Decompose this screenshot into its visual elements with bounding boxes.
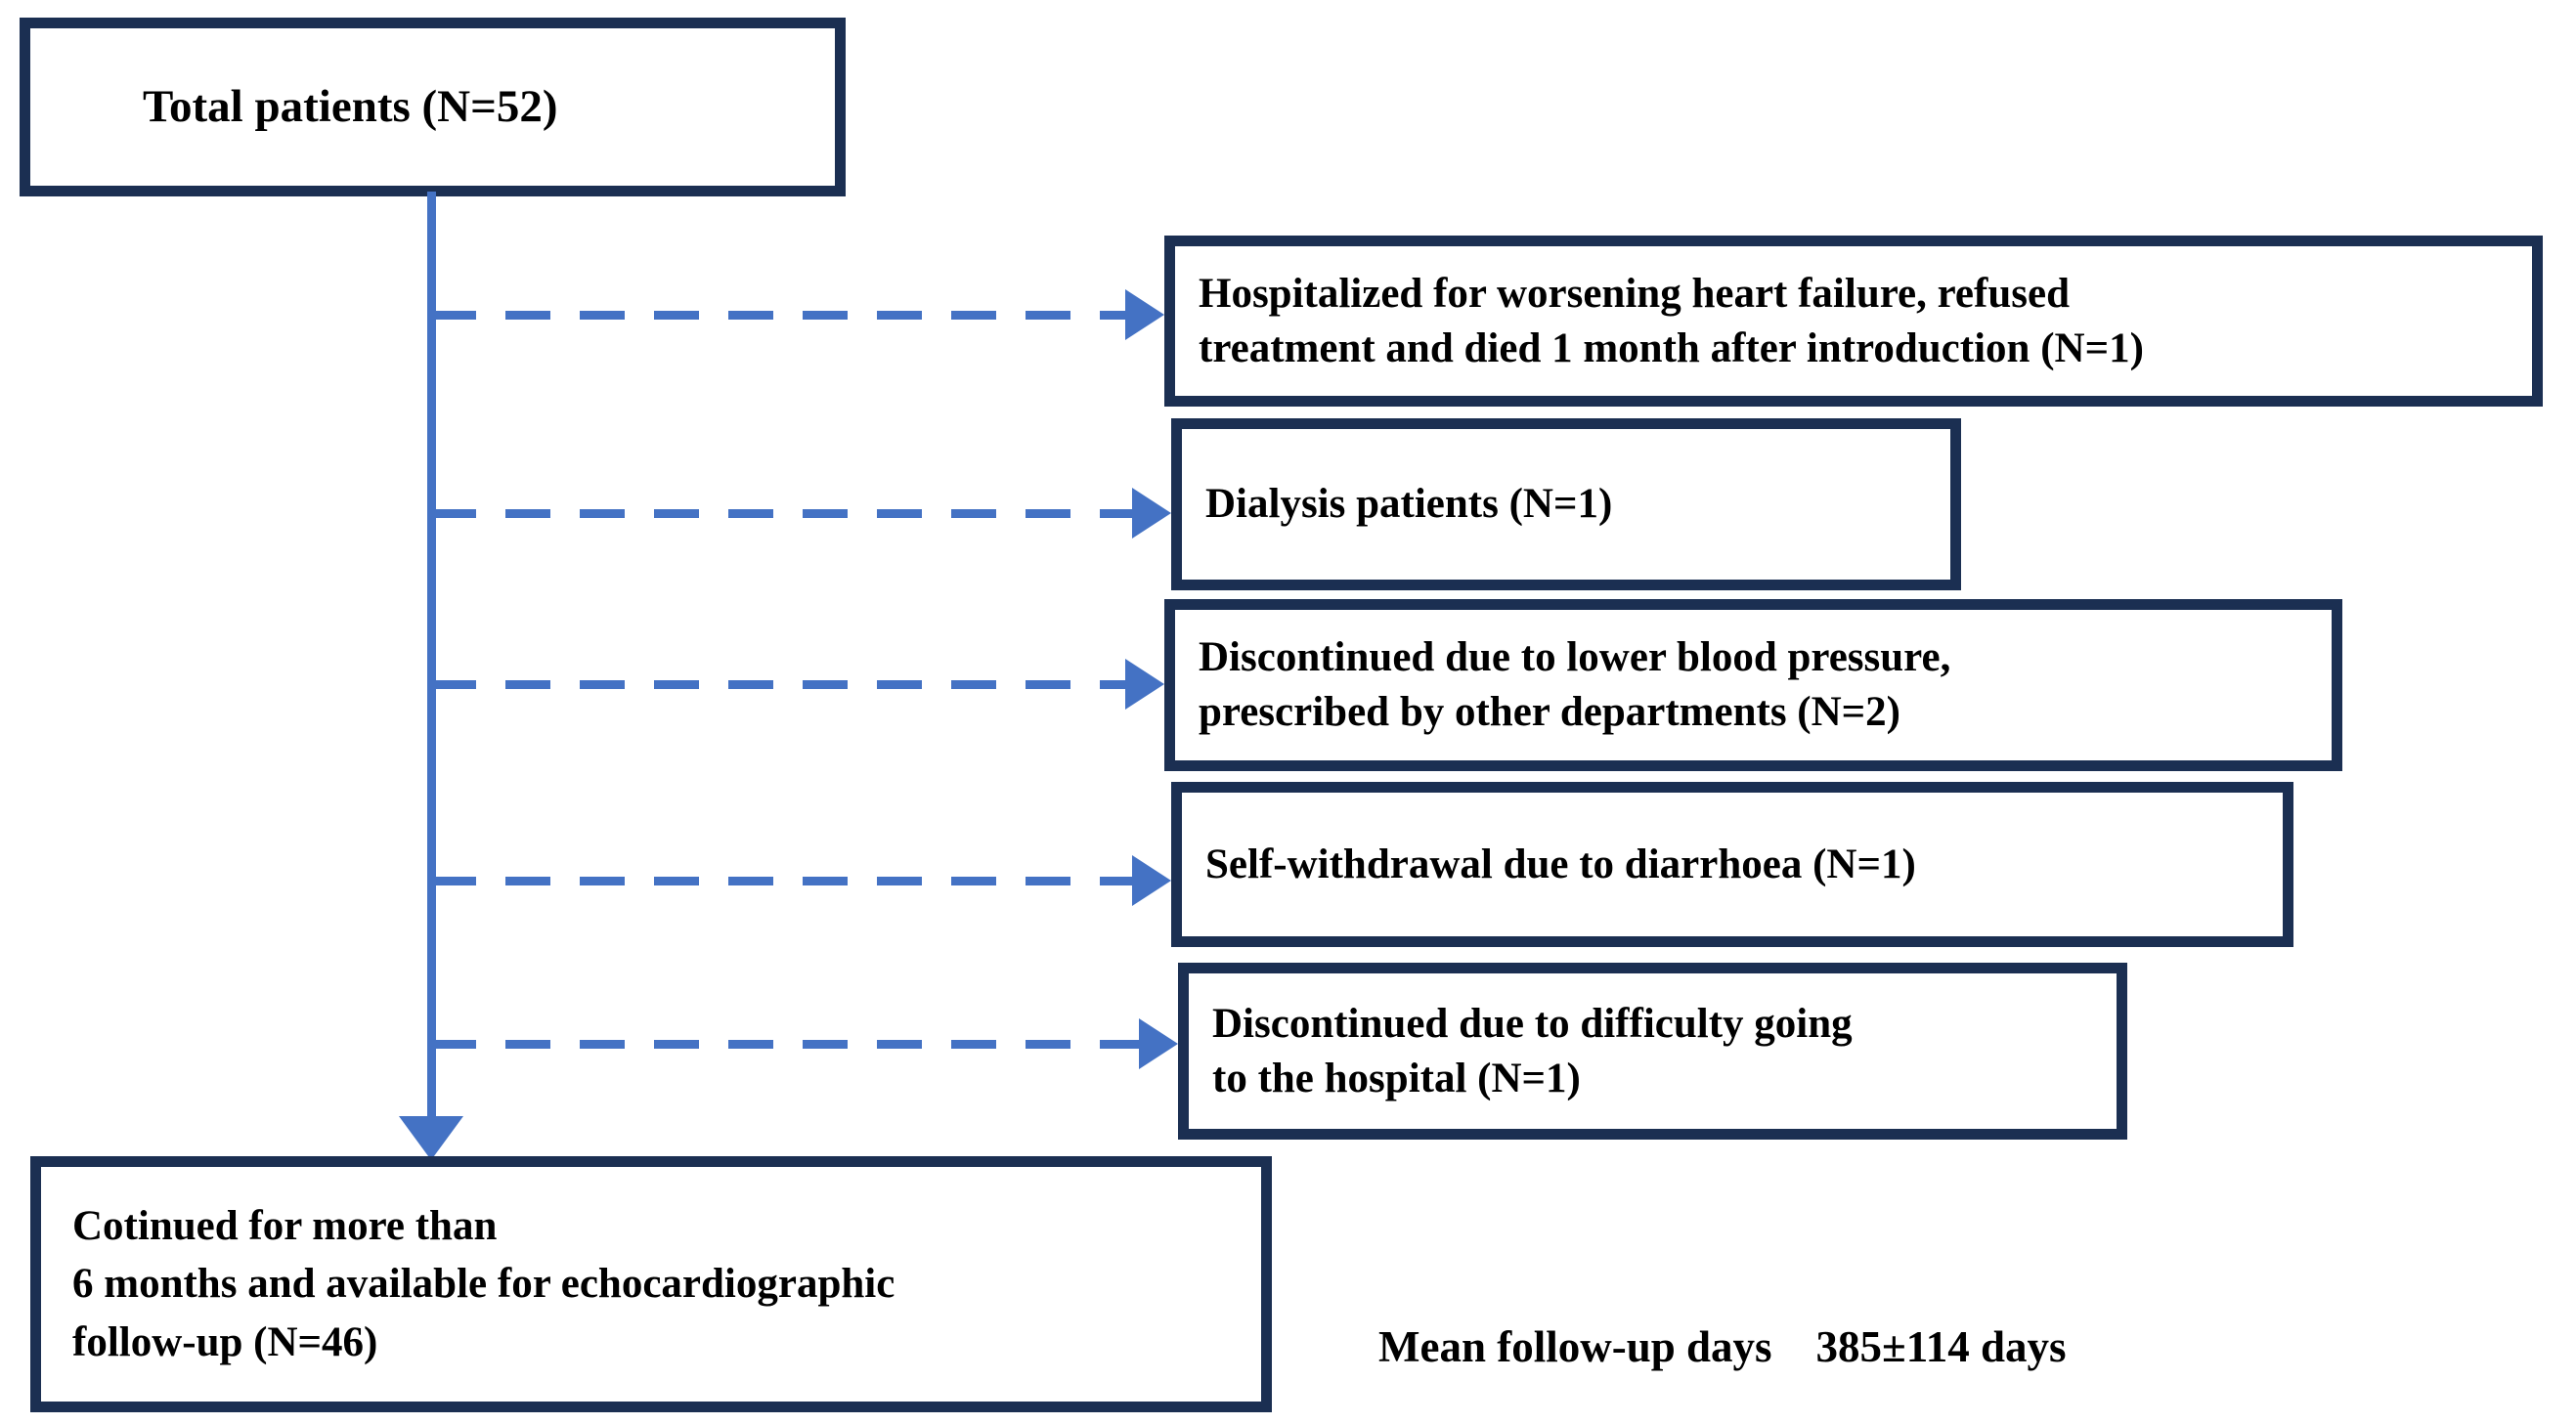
box-exclusion-1-label: Hospitalized for worsening heart failure… — [1199, 270, 2144, 371]
mean-followup-note: Mean follow-up days 385±114 days — [1378, 1322, 2067, 1371]
box-continued-patients: Cotinued for more than 6 months and avai… — [30, 1156, 1272, 1412]
branch-connector-3 — [431, 680, 1125, 689]
branch-arrowhead-icon-1 — [1125, 289, 1164, 340]
box-exclusion-4: Self-withdrawal due to diarrhoea (N=1) — [1171, 782, 2293, 947]
branch-connector-1 — [431, 311, 1125, 320]
trunk-connector-arrowhead-icon — [399, 1116, 463, 1160]
box-exclusion-2-label: Dialysis patients (N=1) — [1205, 481, 1613, 528]
branch-connector-2 — [431, 509, 1132, 518]
box-exclusion-5: Discontinued due to difficulty going to … — [1178, 963, 2127, 1140]
box-exclusion-2: Dialysis patients (N=1) — [1171, 418, 1961, 590]
box-total-patients-label: Total patients (N=52) — [143, 80, 558, 132]
box-exclusion-5-label: Discontinued due to difficulty going to … — [1212, 1000, 1853, 1101]
box-continued-patients-label: Cotinued for more than 6 months and avai… — [72, 1203, 895, 1365]
branch-arrowhead-icon-5 — [1139, 1018, 1178, 1069]
box-exclusion-4-label: Self-withdrawal due to diarrhoea (N=1) — [1205, 841, 1916, 887]
trunk-connector-line — [427, 192, 436, 1125]
box-exclusion-3-label: Discontinued due to lower blood pressure… — [1199, 634, 1951, 735]
box-exclusion-1: Hospitalized for worsening heart failure… — [1164, 236, 2543, 407]
branch-arrowhead-icon-3 — [1125, 659, 1164, 710]
branch-arrowhead-icon-2 — [1132, 488, 1171, 539]
branch-connector-4 — [431, 877, 1132, 885]
branch-connector-5 — [431, 1040, 1139, 1049]
branch-arrowhead-icon-4 — [1132, 855, 1171, 906]
box-exclusion-3: Discontinued due to lower blood pressure… — [1164, 599, 2342, 771]
box-total-patients: Total patients (N=52) — [20, 18, 846, 196]
